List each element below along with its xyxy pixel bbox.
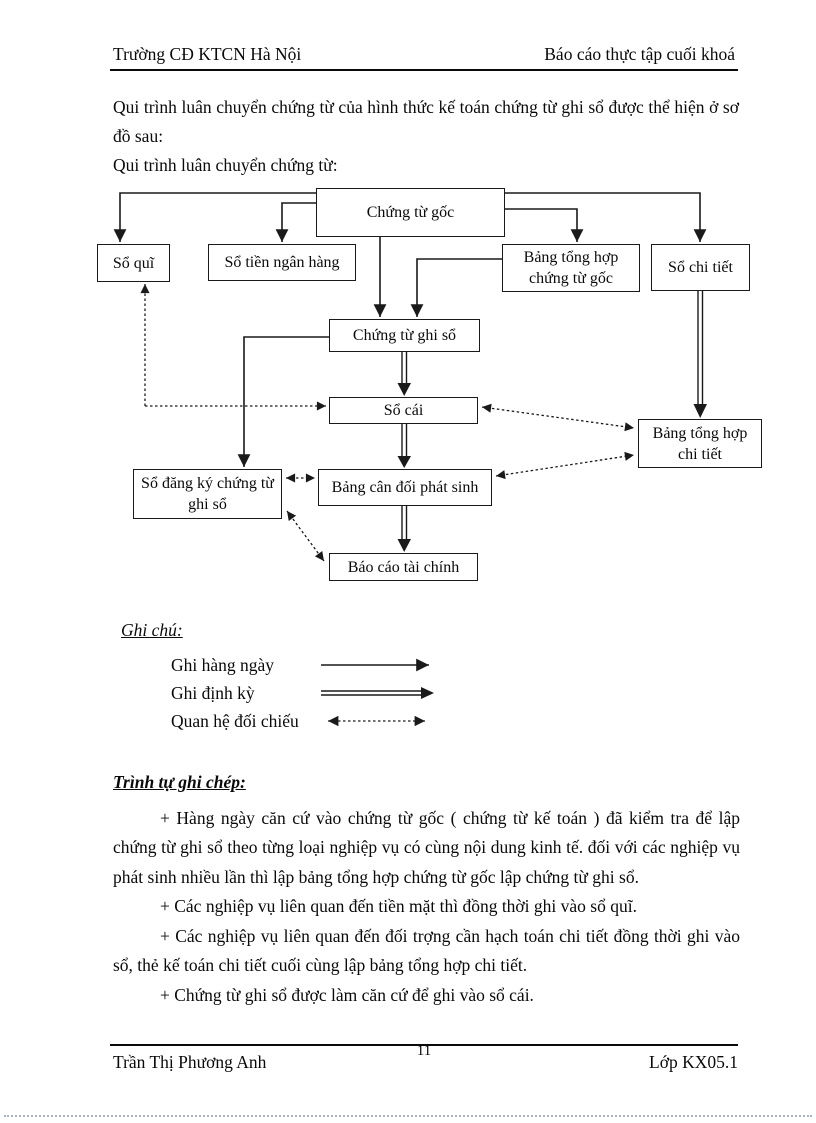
body-paragraph: + Các nghiệp vụ liên quan đến tiền mặt t… xyxy=(160,896,637,916)
box-label: Sổ chi tiết xyxy=(668,259,733,276)
double-arrow-icon xyxy=(321,687,434,699)
box-label: Chứng từ gốc xyxy=(366,204,455,221)
box-chung-tu-goc: Chứng từ gốc xyxy=(316,188,505,237)
box-label: Sổ đăng ký chứng từ ghi sổ xyxy=(141,475,274,513)
legend-label: Ghi hàng ngày xyxy=(171,654,275,675)
legend: Ghi chú: Ghi hàng ngày Ghi định kỳ Quan … xyxy=(121,620,437,735)
box-so-tien-ngan-hang: Sổ tiền ngân hàng xyxy=(208,244,356,281)
box-label: Bảng cân đối phát sinh xyxy=(331,479,479,496)
flowchart-connectors xyxy=(113,192,707,562)
box-bang-can-doi-phat-sinh: Bảng cân đối phát sinh xyxy=(318,469,492,506)
page-number: 11 xyxy=(416,1043,432,1059)
header-school: Trường CĐ KTCN Hà Nội xyxy=(113,44,302,64)
box-so-chi-tiet: Sổ chi tiết xyxy=(651,244,750,291)
box-bang-tong-hop-chung-tu-goc: Bảng tổng hợp chứng từ gốc xyxy=(502,244,640,292)
body-section: Trình tự ghi chép: + Hàng ngày căn cứ và… xyxy=(113,768,740,1010)
dotted-arrow-connectors xyxy=(140,284,635,562)
box-label: Báo cáo tài chính xyxy=(347,558,460,576)
intro-section: Qui trình luân chuyển chứng từ của hình … xyxy=(113,93,739,180)
intro-caption: Qui trình luân chuyển chứng từ: xyxy=(113,155,338,175)
body-paragraph: + Chứng từ ghi sổ được làm căn cứ để ghi… xyxy=(160,984,534,1005)
body-paragraph: + Hàng ngày căn cứ vào chứng từ gốc ( ch… xyxy=(113,807,740,887)
box-label: Sổ tiền ngân hàng xyxy=(224,254,340,271)
legend-item-daily: Ghi hàng ngày xyxy=(171,651,437,679)
box-label: Bảng tổng hợp chứng từ gốc xyxy=(523,249,619,287)
body-paragraph: + Các nghiệp vụ liên quan đến đối trợng … xyxy=(113,925,740,976)
legend-item-reconcile: Quan hệ đối chiếu xyxy=(171,707,437,735)
legend-label: Ghi định kỳ xyxy=(171,682,255,703)
solid-arrow-connectors xyxy=(113,192,707,467)
legend-label: Quan hệ đối chiếu xyxy=(171,710,299,731)
footer-rule xyxy=(110,1044,738,1046)
intro-paragraph: Qui trình luân chuyển chứng từ của hình … xyxy=(113,97,739,146)
dotted-double-arrow-icon xyxy=(328,715,425,727)
solid-arrow-icon xyxy=(321,658,429,672)
double-arrow-connectors xyxy=(397,291,707,552)
page-header: Trường CĐ KTCN Hà Nội Báo cáo thực tập c… xyxy=(110,44,738,71)
flowchart-diagram: Chứng từ gốc Sổ quĩ Sổ tiền ngân hàng Bả… xyxy=(0,185,816,585)
box-chung-tu-ghi-so: Chứng từ ghi sổ xyxy=(329,319,480,352)
footer-class: Lớp KX05.1 xyxy=(649,1052,738,1072)
footer-author: Trần Thị Phương Anh xyxy=(113,1052,267,1072)
page-bottom-dotted-line xyxy=(4,1115,812,1117)
box-bang-tong-hop-chi-tiet: Bảng tổng hợp chi tiết xyxy=(638,419,762,468)
legend-title: Ghi chú: xyxy=(121,620,183,640)
legend-item-periodic: Ghi định kỳ xyxy=(171,679,437,707)
box-bao-cao-tai-chinh: Báo cáo tài chính xyxy=(329,553,478,581)
box-so-dang-ky-chung-tu-ghi-so: Sổ đăng ký chứng từ ghi sổ xyxy=(133,469,282,519)
box-label: Sổ quĩ xyxy=(112,254,155,272)
body-heading: Trình tự ghi chép: xyxy=(113,772,246,792)
header-report-title: Báo cáo thực tập cuối khoá xyxy=(544,44,735,64)
box-so-cai: Sổ cái xyxy=(329,397,478,424)
box-so-qui: Sổ quĩ xyxy=(97,244,170,282)
box-label: Sổ cái xyxy=(383,402,424,419)
box-label: Bảng tổng hợp chi tiết xyxy=(652,424,748,463)
box-label: Chứng từ ghi sổ xyxy=(352,327,457,344)
